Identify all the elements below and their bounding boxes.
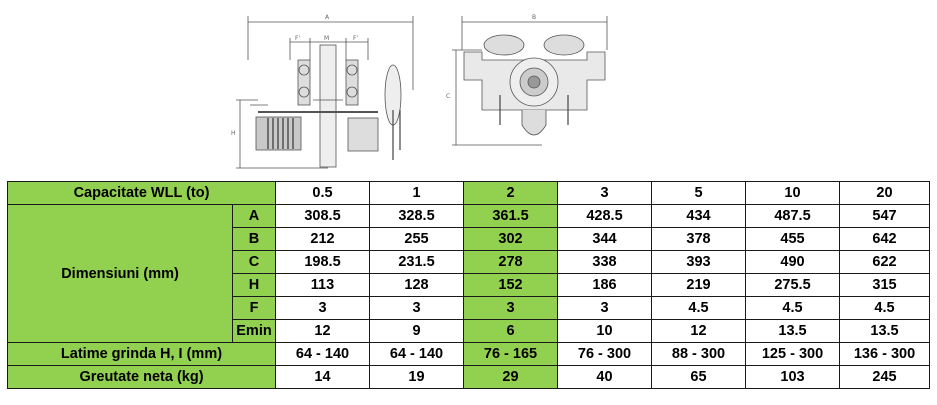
dimension-value: 4.5 (745, 296, 840, 320)
beam-width-value: 125 - 300 (745, 342, 840, 366)
dimension-label: B (232, 227, 276, 251)
dim-label-a: A (325, 14, 330, 21)
dimension-value: 6 (463, 319, 558, 343)
dimension-value: 3 (557, 296, 652, 320)
dimension-value: 487.5 (745, 204, 840, 228)
dimension-value: 231.5 (369, 250, 464, 274)
dimension-value: 13.5 (745, 319, 840, 343)
dimension-value: 428.5 (557, 204, 652, 228)
capacity-value: 1 (369, 181, 464, 205)
beam-width-value: 64 - 140 (369, 342, 464, 366)
net-weight-value: 14 (275, 365, 370, 389)
net-weight-label: Greutate neta (kg) (7, 365, 276, 389)
dimension-label: A (232, 204, 276, 228)
dimension-label: Emin (232, 319, 276, 343)
side-view-drawing: A M F' F' H (231, 14, 414, 169)
dimension-value: 361.5 (463, 204, 558, 228)
dimension-value: 328.5 (369, 204, 464, 228)
beam-width-value: 136 - 300 (839, 342, 930, 366)
dimension-value: 378 (651, 227, 746, 251)
dimension-value: 10 (557, 319, 652, 343)
dimension-value: 9 (369, 319, 464, 343)
front-view-drawing: B C (446, 14, 608, 146)
dimension-value: 3 (275, 296, 370, 320)
net-weight-value: 245 (839, 365, 930, 389)
dimension-value: 113 (275, 273, 370, 297)
capacity-value: 5 (651, 181, 746, 205)
beam-width-value: 64 - 140 (275, 342, 370, 366)
beam-width-value: 76 - 300 (557, 342, 652, 366)
dimension-value: 344 (557, 227, 652, 251)
dimension-value: 547 (839, 204, 930, 228)
dim-label-c: C (446, 93, 450, 100)
dimension-label: C (232, 250, 276, 274)
dimension-value: 490 (745, 250, 840, 274)
net-weight-value: 65 (651, 365, 746, 389)
dimension-value: 255 (369, 227, 464, 251)
net-weight-value: 40 (557, 365, 652, 389)
net-weight-value: 103 (745, 365, 840, 389)
capacity-value: 3 (557, 181, 652, 205)
dim-label-b: B (532, 14, 536, 21)
dimension-value: 434 (651, 204, 746, 228)
dimension-value: 13.5 (839, 319, 930, 343)
technical-drawing: A M F' F' H (0, 0, 937, 180)
dimension-value: 198.5 (275, 250, 370, 274)
dimension-value: 4.5 (651, 296, 746, 320)
net-weight-value: 29 (463, 365, 558, 389)
dimension-label: F (232, 296, 276, 320)
dimension-value: 622 (839, 250, 930, 274)
dimension-value: 186 (557, 273, 652, 297)
dimension-value: 393 (651, 250, 746, 274)
dimension-label: H (232, 273, 276, 297)
dim-label-f-left: F' (295, 35, 300, 42)
capacity-header-label: Capacitate WLL (to) (7, 181, 276, 205)
dimension-value: 219 (651, 273, 746, 297)
dimension-value: 3 (369, 296, 464, 320)
dimension-value: 338 (557, 250, 652, 274)
dimension-value: 308.5 (275, 204, 370, 228)
dimension-value: 455 (745, 227, 840, 251)
dim-label-f-right: F' (353, 35, 358, 42)
dimension-value: 152 (463, 273, 558, 297)
dim-label-m: M (324, 35, 329, 42)
capacity-value: 10 (745, 181, 840, 205)
dimension-value: 12 (275, 319, 370, 343)
dimension-value: 4.5 (839, 296, 930, 320)
net-weight-value: 19 (369, 365, 464, 389)
dimension-value: 642 (839, 227, 930, 251)
capacity-value: 2 (463, 181, 558, 205)
dimension-value: 128 (369, 273, 464, 297)
dimension-value: 302 (463, 227, 558, 251)
dimension-value: 278 (463, 250, 558, 274)
dimension-value: 275.5 (745, 273, 840, 297)
dimension-value: 3 (463, 296, 558, 320)
dimension-value: 12 (651, 319, 746, 343)
dimension-value: 315 (839, 273, 930, 297)
dimension-value: 212 (275, 227, 370, 251)
capacity-value: 20 (839, 181, 930, 205)
capacity-value: 0.5 (275, 181, 370, 205)
dimensions-group-label: Dimensiuni (mm) (7, 204, 233, 343)
dim-label-h: H (231, 130, 236, 137)
beam-width-value: 88 - 300 (651, 342, 746, 366)
beam-width-value: 76 - 165 (463, 342, 558, 366)
beam-width-label: Latime grinda H, I (mm) (7, 342, 276, 366)
